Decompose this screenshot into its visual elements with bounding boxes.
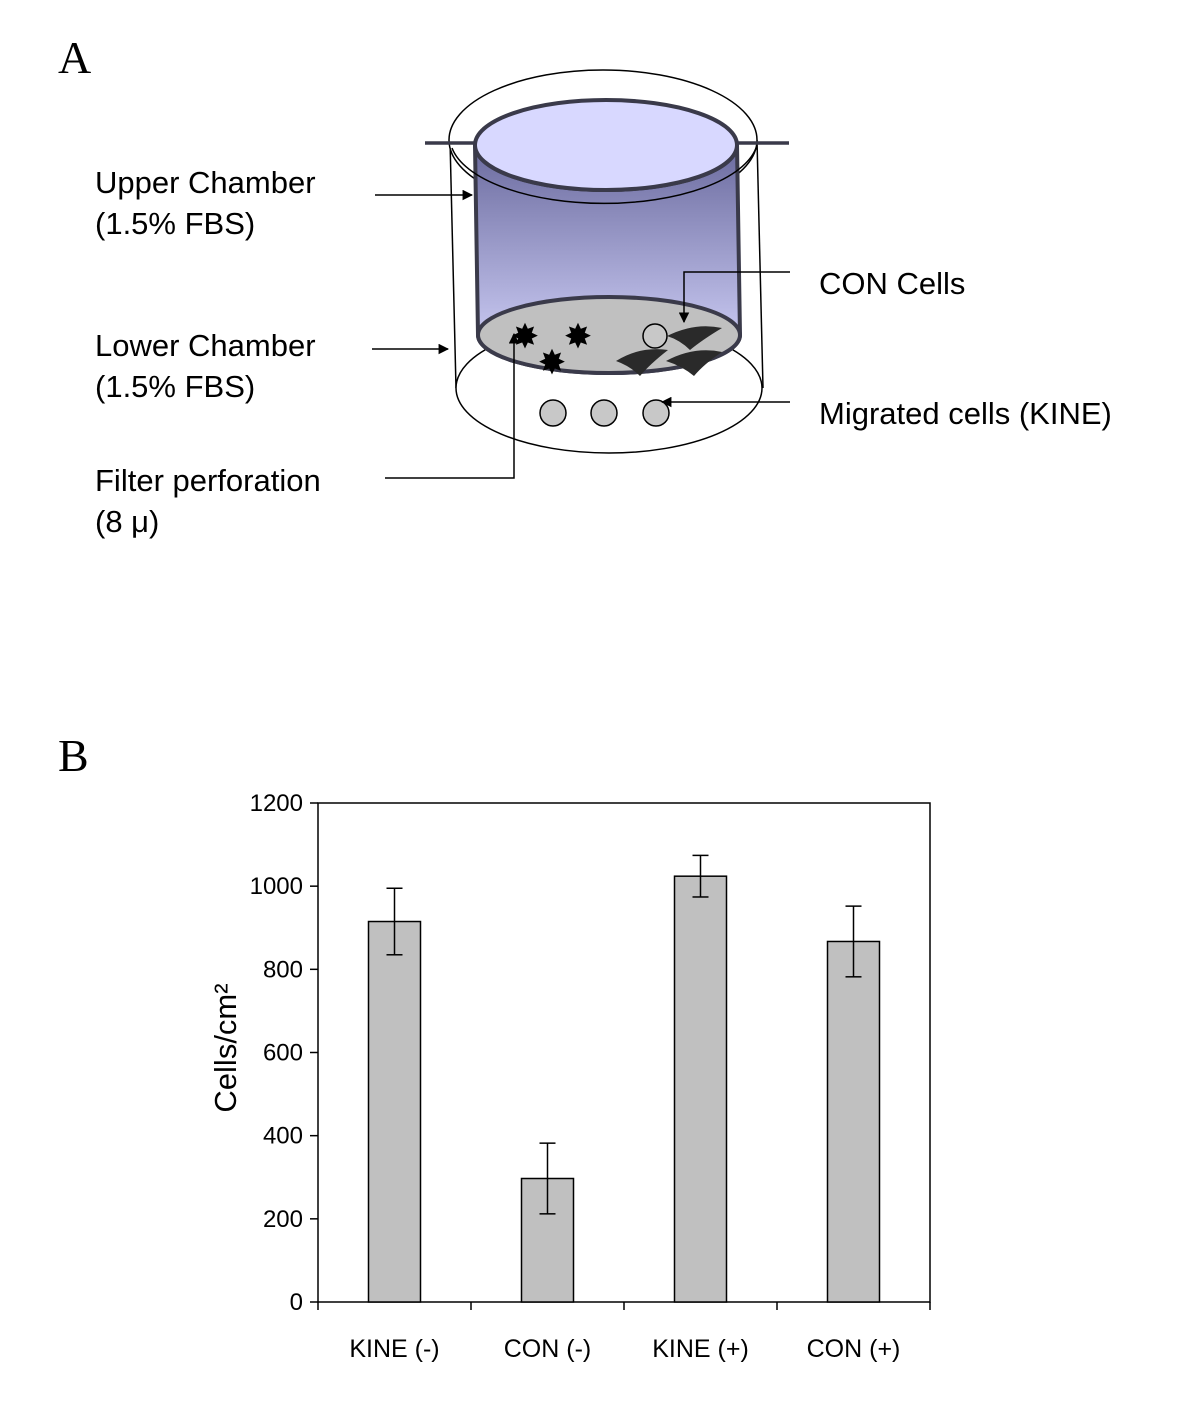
y-tick-label: 200 [263, 1206, 303, 1233]
y-tick-label: 800 [263, 956, 303, 983]
y-tick-label: 600 [263, 1040, 303, 1067]
category-label: KINE (+) [652, 1335, 749, 1363]
category-label: CON (-) [504, 1335, 591, 1363]
upper-chamber-label: Upper Chamber [95, 165, 316, 200]
bar [673, 875, 728, 1303]
panel-a-label: A [58, 32, 91, 83]
spread-cell-icon [616, 349, 668, 376]
panel-b-label: B [58, 730, 89, 781]
migrated-cells-label: Migrated cells (KINE) [819, 396, 1112, 431]
filter-perforation-label: Filter perforation [95, 463, 321, 498]
star-cell-icon: ✸ [511, 318, 540, 356]
upper-chamber-sublabel: (1.5% FBS) [95, 206, 255, 241]
con-cells-label: CON Cells [819, 266, 965, 301]
star-cell-icon: ✸ [564, 318, 593, 356]
bar [826, 940, 881, 1303]
lower-chamber-label: Lower Chamber [95, 328, 316, 363]
insert-chamber [425, 98, 789, 375]
spread-cell-icon [667, 326, 722, 350]
bar [367, 920, 422, 1303]
y-tick-label: 0 [290, 1289, 303, 1316]
panel-a: A ✸ ✸ ✸ [58, 32, 1112, 539]
spread-cell-icon [666, 350, 722, 376]
star-cell-icon: ✸ [538, 344, 567, 382]
y-tick-label: 1200 [250, 790, 303, 817]
lower-chamber-sublabel: (1.5% FBS) [95, 369, 255, 404]
y-tick-label: 1000 [250, 873, 303, 900]
y-axis-label: Cells/cm² [208, 983, 243, 1112]
category-label: KINE (-) [349, 1335, 439, 1363]
migrated-cells [539, 399, 670, 427]
round-cell-icon [642, 323, 668, 349]
y-tick-label: 400 [263, 1123, 303, 1150]
category-label: CON (+) [807, 1335, 901, 1363]
callout-arrows [372, 189, 790, 479]
filter-perforation-sublabel: (8 μ) [95, 504, 159, 539]
